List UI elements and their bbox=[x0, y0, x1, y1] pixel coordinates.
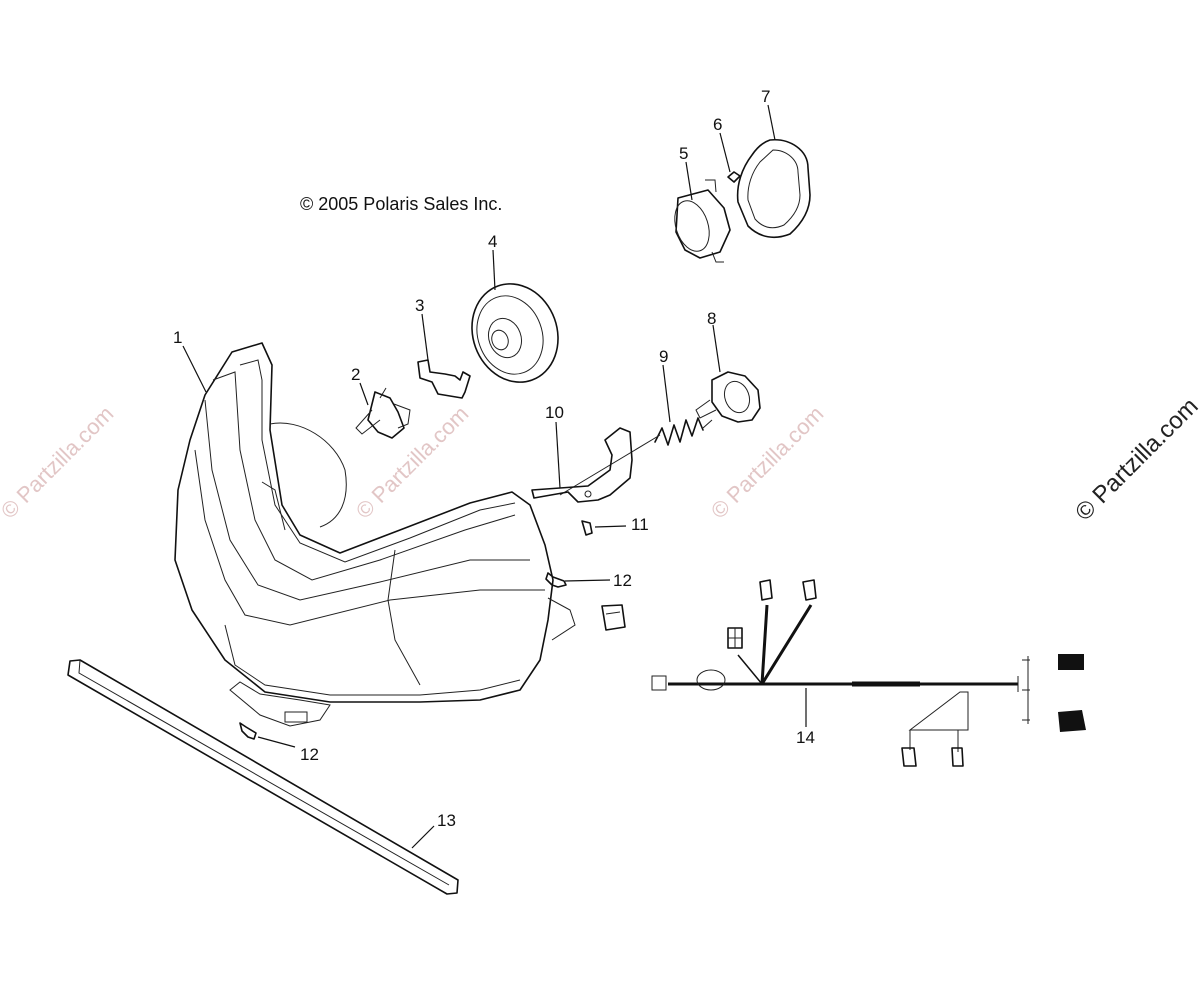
callout-3: 3 bbox=[415, 296, 424, 315]
callout-numbers: 1 2 3 4 5 6 7 8 9 10 11 12 12 13 14 bbox=[173, 87, 815, 830]
side-watermark: © Partzilla.com bbox=[1070, 393, 1200, 526]
wire-harness[interactable] bbox=[651, 579, 1086, 767]
light-assembly[interactable] bbox=[669, 179, 731, 263]
callout-10: 10 bbox=[545, 403, 564, 422]
callout-13: 13 bbox=[437, 811, 456, 830]
watermark-left: © Partzilla.com bbox=[0, 401, 118, 524]
screw[interactable] bbox=[727, 171, 741, 183]
retaining-clip[interactable] bbox=[417, 359, 471, 399]
callout-8: 8 bbox=[707, 309, 716, 328]
adjuster-knob[interactable] bbox=[695, 371, 761, 423]
screw-11[interactable] bbox=[581, 520, 593, 536]
bracket[interactable] bbox=[531, 427, 633, 503]
callout-6: 6 bbox=[713, 115, 722, 134]
callout-5: 5 bbox=[679, 144, 688, 163]
headlight-housing[interactable] bbox=[174, 342, 576, 727]
callout-11: 11 bbox=[631, 515, 649, 534]
adjuster-spring[interactable] bbox=[559, 417, 713, 496]
screw-and-nut[interactable] bbox=[239, 572, 626, 740]
gasket[interactable] bbox=[736, 139, 811, 239]
leader-lines bbox=[182, 104, 807, 849]
callout-4: 4 bbox=[488, 232, 497, 251]
callout-9: 9 bbox=[659, 347, 668, 366]
callout-7: 7 bbox=[761, 87, 770, 106]
watermarks: © Partzilla.com © Partzilla.com © Partzi… bbox=[0, 401, 828, 524]
bulb[interactable] bbox=[355, 387, 411, 439]
callout-2: 2 bbox=[351, 365, 360, 384]
callout-12-upper: 12 bbox=[613, 571, 632, 590]
bulb-boot[interactable] bbox=[458, 272, 571, 395]
copyright-text: © 2005 Polaris Sales Inc. bbox=[300, 194, 502, 214]
callout-1: 1 bbox=[173, 328, 182, 347]
watermark-center: © Partzilla.com bbox=[351, 401, 474, 524]
callout-12-lower: 12 bbox=[300, 745, 319, 764]
watermark-right: © Partzilla.com bbox=[706, 401, 829, 524]
callout-14: 14 bbox=[796, 728, 815, 747]
trim-strip[interactable] bbox=[67, 659, 459, 895]
